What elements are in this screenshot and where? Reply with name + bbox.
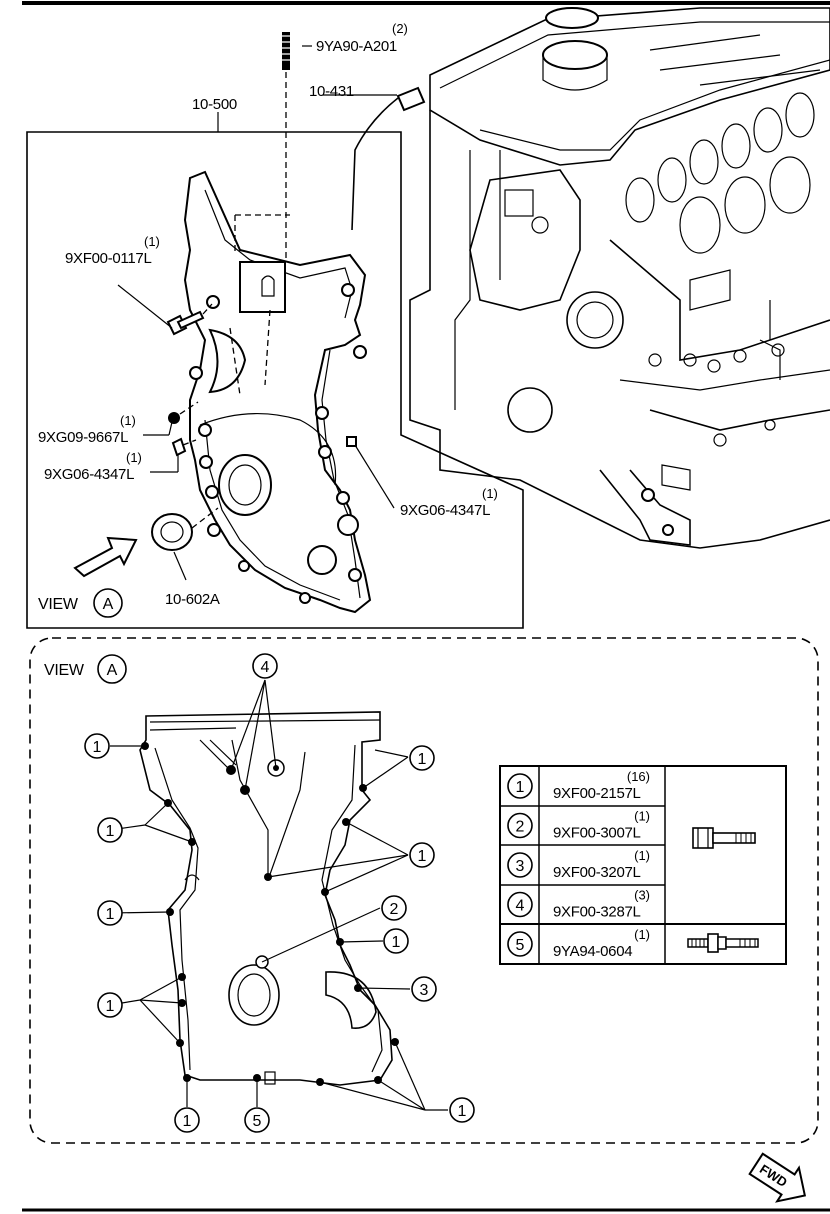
legend-qty: (1) [634,927,650,942]
view-arrow-icon [73,536,138,578]
callout-number: 1 [392,934,401,951]
legend-part-number: 9XF00-2157L [553,785,641,802]
callout-circle: 1 [97,900,123,926]
pin-left-qty: (1) [126,450,142,465]
legend-number: 2 [516,819,525,836]
callout-circle: 1 [84,733,110,759]
callout-number: 5 [253,1113,262,1130]
plug-qty: (1) [120,413,136,428]
bolt-icon [692,827,756,849]
lower-leader-lines [109,679,448,1111]
dowel-pin-right-part [346,436,357,447]
oil-seal-part [151,507,219,551]
legend-row: 4 (3)9XF00-3287L [507,888,650,921]
callout-number: 1 [183,1113,192,1130]
view-letter-upper: A [103,596,114,613]
legend-number: 1 [516,779,525,796]
legend-number: 3 [516,858,525,875]
callout-number: 1 [418,751,427,768]
view-a-panel [29,637,819,1144]
callout-number: 1 [106,998,115,1015]
callout-number: 1 [458,1103,467,1120]
view-circle-lower [97,654,127,684]
legend-row: 1 (16)9XF00-2157L [507,769,650,802]
plug-part-number: 9XG09-9667L [38,429,128,446]
callout-circle: 1 [409,745,435,771]
stud-qty: (2) [392,21,408,36]
fwd-indicator: FWD [748,1152,807,1203]
dowel-pin-left-part [171,437,197,457]
legend-qty: (3) [634,888,650,903]
callout-circle: 1 [97,817,123,843]
legend-row: 3 (1)9XF00-3207L [507,848,650,881]
legend-number: 4 [516,898,525,915]
legend-part-number: 9XF00-3287L [553,904,641,921]
view-label-lower: VIEW [44,662,85,679]
callout-circle: 1 [449,1097,475,1123]
bolt-a-qty: (1) [144,234,160,249]
callout-circle: 4 [252,653,278,679]
callout-number: 4 [261,659,270,676]
callout-number: 1 [418,848,427,865]
legend-row: 5 (1)9YA94-0604 [507,927,650,960]
seal-ref-number: 10-602A [165,591,220,608]
view-label-upper: VIEW [38,596,79,613]
legend-part-number: 9XF00-3007L [553,825,641,842]
callout-number: 1 [93,739,102,756]
callout-number: 1 [106,906,115,923]
cover-ref-number: 10-500 [192,96,237,113]
stud-part-number: 9YA90-A201 [316,38,397,55]
callout-circle: 1 [383,928,409,954]
legend-qty: (1) [634,848,650,863]
legend-number: 5 [516,937,525,954]
callout-circle: 3 [411,976,437,1002]
legend-part-number: 9YA94-0604 [553,943,632,960]
stud-bolt-icon [687,933,759,953]
stud-bolt-part [280,32,292,296]
pin-right-part-number: 9XG06-4347L [400,502,490,519]
callout-number: 2 [390,901,399,918]
flange-bolt-part [166,303,213,336]
view-letter-lower: A [107,662,118,679]
legend-qty: (1) [634,809,650,824]
legend-table: 1(16)9XF00-2157L2(1)9XF00-3007L3(1)9XF00… [499,765,787,965]
view-circle-upper [93,588,123,618]
cover-rear-view [139,711,393,1086]
legend-row: 2 (1)9XF00-3007L [507,809,650,842]
callout-number: 1 [106,823,115,840]
timing-chain-cover-part [183,170,372,614]
callout-circle: 1 [97,992,123,1018]
callout-circle: 1 [409,842,435,868]
engine-block-drawing [409,7,830,549]
legend-part-number: 9XF00-3207L [553,864,641,881]
cover-detail-frame [26,131,524,629]
cylinder-bores [625,92,815,254]
upper-leader-lines [117,45,397,581]
callout-circle: 5 [244,1107,270,1133]
callout-group: 1 4 1 1 1 1 2 1 1 3 1 5 1 [84,653,475,1133]
callout-circle: 1 [174,1107,200,1133]
callout-circle: 2 [381,895,407,921]
plug-part [168,401,199,424]
bolt-a-part-number: 9XF00-0117L [65,250,152,267]
sensor-ref-number: 10-431 [309,83,354,100]
pin-right-qty: (1) [482,486,498,501]
cam-position-sensor [351,86,426,231]
pin-left-part-number: 9XG06-4347L [44,466,134,483]
callout-number: 3 [420,982,429,999]
legend-qty: (16) [627,769,650,784]
